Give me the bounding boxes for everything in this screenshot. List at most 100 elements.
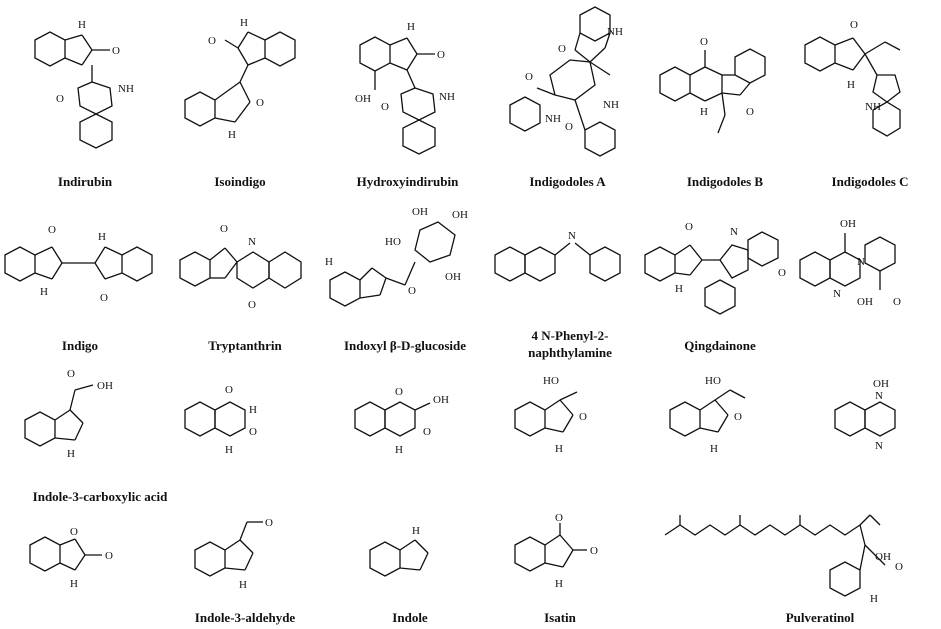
atom-label: HO <box>385 236 401 248</box>
atom-label: NH <box>118 83 134 95</box>
atom-label: O <box>579 411 587 423</box>
compound-caption: Tryptanthrin <box>208 338 282 353</box>
atom-label: OH <box>873 378 889 390</box>
atom-label: NH <box>545 113 561 125</box>
phenylnaphthylamine-structure: N <box>494 230 621 282</box>
atom-label: O <box>265 517 273 529</box>
indigodoles-c-structure: O H NH <box>804 19 901 137</box>
isoindigo-structure: H O O H <box>184 17 296 141</box>
atom-label: O <box>100 292 108 304</box>
atom-label: HO <box>543 375 559 387</box>
atom-label: N <box>857 256 865 268</box>
atom-label: O <box>408 285 416 297</box>
atom-label: O <box>437 49 445 61</box>
atom-label: OH <box>445 271 461 283</box>
atom-label: OH <box>875 551 891 563</box>
compound-caption: Hydroxyindirubin <box>356 174 459 189</box>
atom-label: H <box>700 106 708 118</box>
atom-label: O <box>56 93 64 105</box>
hydroxyquinazolinyl-benzoic-acid-structure: OH N N OH O <box>799 218 901 308</box>
atom-label: O <box>112 45 120 57</box>
atom-label: N <box>248 236 256 248</box>
atom-label: N <box>875 440 883 452</box>
atom-label: O <box>67 368 75 380</box>
atom-label: OH <box>452 209 468 221</box>
atom-label: O <box>525 71 533 83</box>
compound-caption: Indigo <box>61 338 99 353</box>
atom-label: H <box>98 231 106 243</box>
atom-label: H <box>710 443 718 455</box>
compound-caption: 4 N-Phenyl-2-naphthylamine <box>528 328 612 360</box>
atom-label: H <box>325 256 333 268</box>
hydroxyindirubin-structure: H O OH NH O <box>355 21 455 155</box>
indigodoles-a-structure: O NH O NH O NH <box>509 6 623 157</box>
atom-label: OH <box>433 394 449 406</box>
atom-label: H <box>240 17 248 29</box>
atom-label: NH <box>607 26 623 38</box>
compound-caption: Pulveratinol <box>785 610 855 625</box>
compound-caption: Qingdainone <box>684 338 756 353</box>
atom-label: H <box>555 578 563 590</box>
benzoxazolinone-structure: O O H <box>29 526 113 590</box>
compound-caption: Indoxyl β-D-glucoside <box>343 338 467 353</box>
indigo-structure: O H H O <box>4 224 153 304</box>
isatin-structure: O O H <box>514 512 598 590</box>
atom-label: N <box>833 288 841 300</box>
compound-caption: Isoindigo <box>214 174 266 189</box>
quinazolinedione-structure: O H O H <box>184 384 257 456</box>
atom-label: H <box>675 283 683 295</box>
atom-label: O <box>256 97 264 109</box>
atom-label: O <box>685 221 693 233</box>
atom-label: H <box>847 79 855 91</box>
indirubin-structure: H O NH O <box>34 19 134 149</box>
atom-label: O <box>225 384 233 396</box>
atom-label: O <box>220 223 228 235</box>
atom-label: O <box>565 121 573 133</box>
atom-label: H <box>239 579 247 591</box>
atom-label: O <box>895 561 903 573</box>
atom-label: O <box>48 224 56 236</box>
atom-label: O <box>395 386 403 398</box>
atom-label: OH <box>97 380 113 392</box>
atom-label: O <box>734 411 742 423</box>
indoxyl-glucoside-structure: OH OH HO OH H O <box>325 206 468 307</box>
atom-label: N <box>730 226 738 238</box>
atom-label: H <box>228 129 236 141</box>
compound-caption: Isatin <box>544 610 576 625</box>
atom-label: OH <box>412 206 428 218</box>
compound-caption: Indole-3-carboxylic acid <box>32 489 168 504</box>
atom-label: H <box>249 404 257 416</box>
hydroxybenzoxazinone-structure: O OH O H <box>354 386 449 456</box>
atom-label: OH <box>840 218 856 230</box>
atom-label: O <box>558 43 566 55</box>
atom-label: O <box>778 267 786 279</box>
hydroxyquinoxaline-structure: OH N N <box>834 378 896 452</box>
atom-label: O <box>590 545 598 557</box>
indole-3-aldehyde-structure: O H <box>194 517 273 591</box>
atom-label: H <box>225 444 233 456</box>
atom-label: O <box>423 426 431 438</box>
atom-label: NH <box>439 91 455 103</box>
atom-label: OH <box>355 93 371 105</box>
compound-caption: Indole <box>392 610 428 625</box>
atom-label: O <box>208 35 216 47</box>
atom-label: O <box>555 512 563 524</box>
indigodoles-b-structure: O H O <box>659 36 766 134</box>
atom-label: N <box>875 390 883 402</box>
atom-label: N <box>568 230 576 242</box>
atom-label: H <box>555 443 563 455</box>
indole-3-carboxylic-acid-structure: O OH H <box>24 368 113 460</box>
tryptanthrin-structure: O N O <box>179 223 302 311</box>
atom-label: O <box>700 36 708 48</box>
compound-caption: Indigodoles A <box>529 174 606 189</box>
compound-caption: Indigodoles C <box>831 174 909 189</box>
atom-label: H <box>407 21 415 33</box>
qingdainone-structure: O N H O <box>644 221 786 315</box>
indole-structure: H <box>369 525 429 577</box>
hydroxy-methyl-oxindole-structure: HO O H <box>514 375 587 455</box>
atom-label: O <box>893 296 901 308</box>
atom-label: HO <box>705 375 721 387</box>
hydroxy-ethyl-oxindole-structure: HO O H <box>669 375 746 455</box>
atom-label: O <box>850 19 858 31</box>
